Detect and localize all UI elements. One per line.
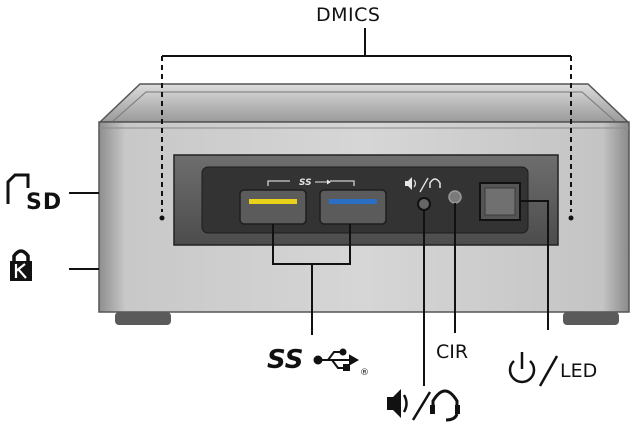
audio-port-icon-small	[405, 177, 441, 193]
usb-port-bracket	[267, 180, 355, 186]
dmic-right	[568, 215, 574, 221]
power-icon	[508, 352, 536, 384]
cir-label: CIR	[436, 341, 469, 363]
audio-jack	[417, 197, 431, 211]
sd-card-icon	[6, 173, 30, 204]
device-top	[98, 83, 630, 123]
speaker-icon	[387, 389, 408, 418]
registered-mark: ®	[360, 368, 369, 378]
headset-icon	[430, 389, 460, 422]
led-label: LED	[560, 360, 598, 382]
power-led-divider-slash	[538, 355, 559, 387]
sd-label: SD	[26, 190, 63, 215]
kensington-lock-icon	[10, 249, 32, 281]
device-top-inner-edge	[111, 91, 617, 123]
superspeed-usb-label: SS	[267, 345, 304, 375]
superspeed-usb-icon	[313, 348, 360, 371]
usb-port-blue	[319, 189, 387, 225]
foot-left	[115, 312, 171, 325]
foot-right	[563, 312, 619, 325]
superspeed-small-icon	[315, 179, 331, 185]
callout-lines	[69, 192, 549, 386]
usb-port-yellow	[239, 189, 307, 225]
audio-divider-slash	[411, 391, 432, 421]
dmics-label: DMICS	[316, 4, 381, 26]
superspeed-small-label: SS	[299, 178, 312, 188]
dmic-left	[159, 215, 165, 221]
cir-sensor	[448, 190, 462, 204]
dmics-callout	[161, 28, 572, 212]
